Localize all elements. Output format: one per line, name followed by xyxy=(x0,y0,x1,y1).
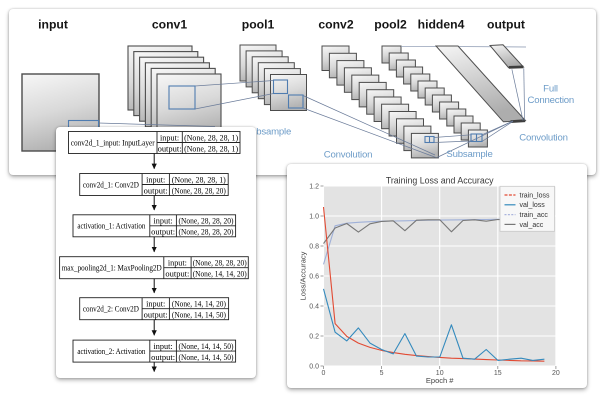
svg-text:(None, 14, 14, 50): (None, 14, 14, 50) xyxy=(172,311,226,320)
svg-text:Convolution: Convolution xyxy=(519,133,567,144)
svg-text:Loss/Accuracy: Loss/Accuracy xyxy=(299,251,308,300)
svg-text:conv2d_2: Conv2D: conv2d_2: Conv2D xyxy=(83,305,139,314)
svg-text:output:: output: xyxy=(165,270,189,279)
svg-text:(None, 28, 28, 20): (None, 28, 28, 20) xyxy=(193,259,247,268)
svg-text:pool1: pool1 xyxy=(242,18,275,32)
svg-text:0.6: 0.6 xyxy=(309,274,319,281)
svg-text:train_acc: train_acc xyxy=(520,212,549,219)
svg-text:Full: Full xyxy=(543,84,558,95)
svg-text:input:: input: xyxy=(168,259,187,268)
svg-text:(None, 28, 28, 20): (None, 28, 28, 20) xyxy=(179,217,234,226)
svg-text:input:: input: xyxy=(154,217,173,226)
svg-text:output:: output: xyxy=(151,228,175,237)
svg-text:5: 5 xyxy=(380,370,384,377)
svg-text:input:: input: xyxy=(146,300,165,309)
svg-text:(None, 28, 28, 1): (None, 28, 28, 1) xyxy=(172,175,226,184)
svg-text:Subsample: Subsample xyxy=(446,149,492,160)
svg-text:Subsample: Subsample xyxy=(245,127,291,138)
svg-text:0.8: 0.8 xyxy=(309,244,319,251)
svg-text:0: 0 xyxy=(322,370,326,377)
svg-text:10: 10 xyxy=(436,370,444,377)
svg-text:output:: output: xyxy=(151,353,175,362)
svg-text:conv2d_1: Conv2D: conv2d_1: Conv2D xyxy=(83,180,139,189)
svg-text:0.0: 0.0 xyxy=(309,364,319,371)
svg-text:input:: input: xyxy=(160,133,179,142)
svg-text:val_acc: val_acc xyxy=(520,222,544,229)
svg-text:hidden4: hidden4 xyxy=(418,18,465,32)
svg-text:(None, 14, 14, 50): (None, 14, 14, 50) xyxy=(179,342,234,351)
svg-text:Training Loss and Accuracy: Training Loss and Accuracy xyxy=(386,176,494,186)
svg-text:0.2: 0.2 xyxy=(309,334,319,341)
svg-text:output:: output: xyxy=(144,186,168,195)
svg-text:(None, 28, 28, 1): (None, 28, 28, 1) xyxy=(184,144,238,153)
svg-text:val_loss: val_loss xyxy=(520,202,546,209)
svg-text:Convolution: Convolution xyxy=(324,150,372,161)
svg-text:max_pooling2d_1: MaxPooling2D: max_pooling2d_1: MaxPooling2D xyxy=(62,264,162,273)
svg-text:15: 15 xyxy=(494,370,502,377)
svg-text:1.2: 1.2 xyxy=(309,184,319,191)
svg-text:(None, 14, 14, 20): (None, 14, 14, 20) xyxy=(193,270,247,279)
svg-text:(None, 14, 14, 20): (None, 14, 14, 20) xyxy=(172,300,226,309)
svg-text:(None, 14, 14, 50): (None, 14, 14, 50) xyxy=(179,353,234,362)
svg-text:train_loss: train_loss xyxy=(520,192,550,199)
svg-text:activation_1: Activation: activation_1: Activation xyxy=(77,222,145,231)
svg-text:20: 20 xyxy=(552,370,560,377)
svg-text:conv1: conv1 xyxy=(152,18,187,32)
svg-text:Epoch #: Epoch # xyxy=(426,376,454,385)
svg-text:Connection: Connection xyxy=(528,95,575,106)
svg-text:input:: input: xyxy=(146,175,165,184)
svg-text:conv2: conv2 xyxy=(318,18,353,32)
svg-text:input:: input: xyxy=(154,342,173,351)
svg-text:0.4: 0.4 xyxy=(309,304,319,311)
svg-text:conv2d_1_input: InputLayer: conv2d_1_input: InputLayer xyxy=(71,138,155,147)
svg-text:input: input xyxy=(38,18,68,32)
svg-text:1.0: 1.0 xyxy=(309,214,319,221)
svg-text:output:: output: xyxy=(158,144,182,153)
svg-text:output: output xyxy=(487,18,525,32)
svg-text:activation_2: Activation: activation_2: Activation xyxy=(77,347,145,356)
svg-text:(None, 28, 28, 20): (None, 28, 28, 20) xyxy=(179,228,234,237)
svg-text:(None, 28, 28, 20): (None, 28, 28, 20) xyxy=(172,186,226,195)
svg-text:(None, 28, 28, 1): (None, 28, 28, 1) xyxy=(184,133,238,142)
svg-text:pool2: pool2 xyxy=(374,18,407,32)
svg-text:output:: output: xyxy=(144,311,168,320)
